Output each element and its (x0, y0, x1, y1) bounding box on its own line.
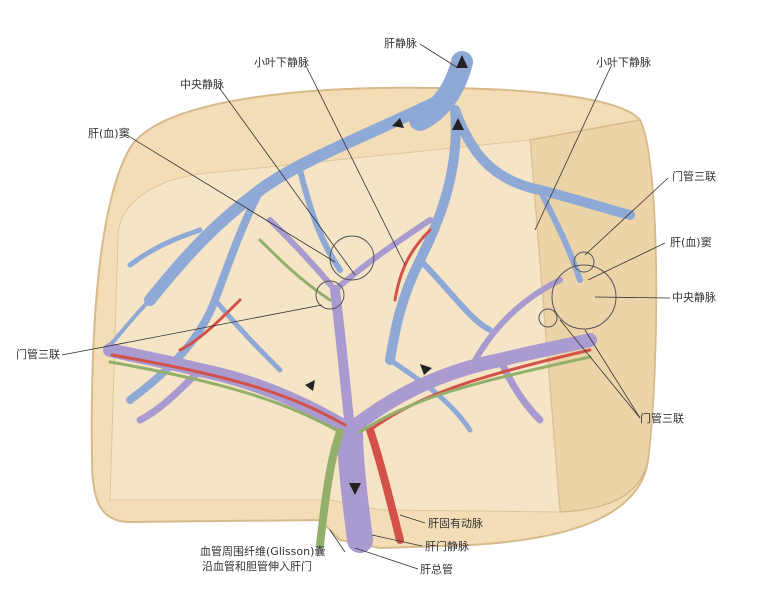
label-central-vein-left: 中央静脉 (180, 78, 224, 91)
label-common-bile-duct: 肝总管 (420, 563, 453, 576)
label-portal-vein: 肝门静脉 (425, 540, 469, 553)
hepatic-artery-tree (110, 228, 592, 544)
label-portal-triad-right-bottom: 门管三联 (640, 412, 684, 425)
label-central-vein-right: 中央静脉 (672, 291, 716, 304)
flow-arrows (305, 55, 468, 495)
label-hepatic-vein: 肝静脉 (384, 37, 417, 50)
label-sublobular-vein-left: 小叶下静脉 (254, 56, 309, 69)
label-sublobular-vein-right: 小叶下静脉 (596, 56, 651, 69)
bile-duct-tree (108, 238, 592, 549)
leader-lines (61, 43, 671, 570)
lobule-left (315, 235, 375, 310)
label-glisson-line1: 血管周围纤维(Glisson)囊 (200, 545, 326, 558)
label-hepatic-artery: 肝固有动脉 (428, 517, 483, 530)
label-sinusoid-right: 肝(血)窦 (670, 236, 712, 249)
label-portal-triad-right-top: 门管三联 (672, 170, 716, 183)
label-portal-triad-left: 门管三联 (16, 348, 60, 361)
label-sinusoid-left: 肝(血)窦 (88, 127, 130, 140)
label-glisson-line2: 沿血管和胆管伸入肝门 (202, 560, 312, 573)
